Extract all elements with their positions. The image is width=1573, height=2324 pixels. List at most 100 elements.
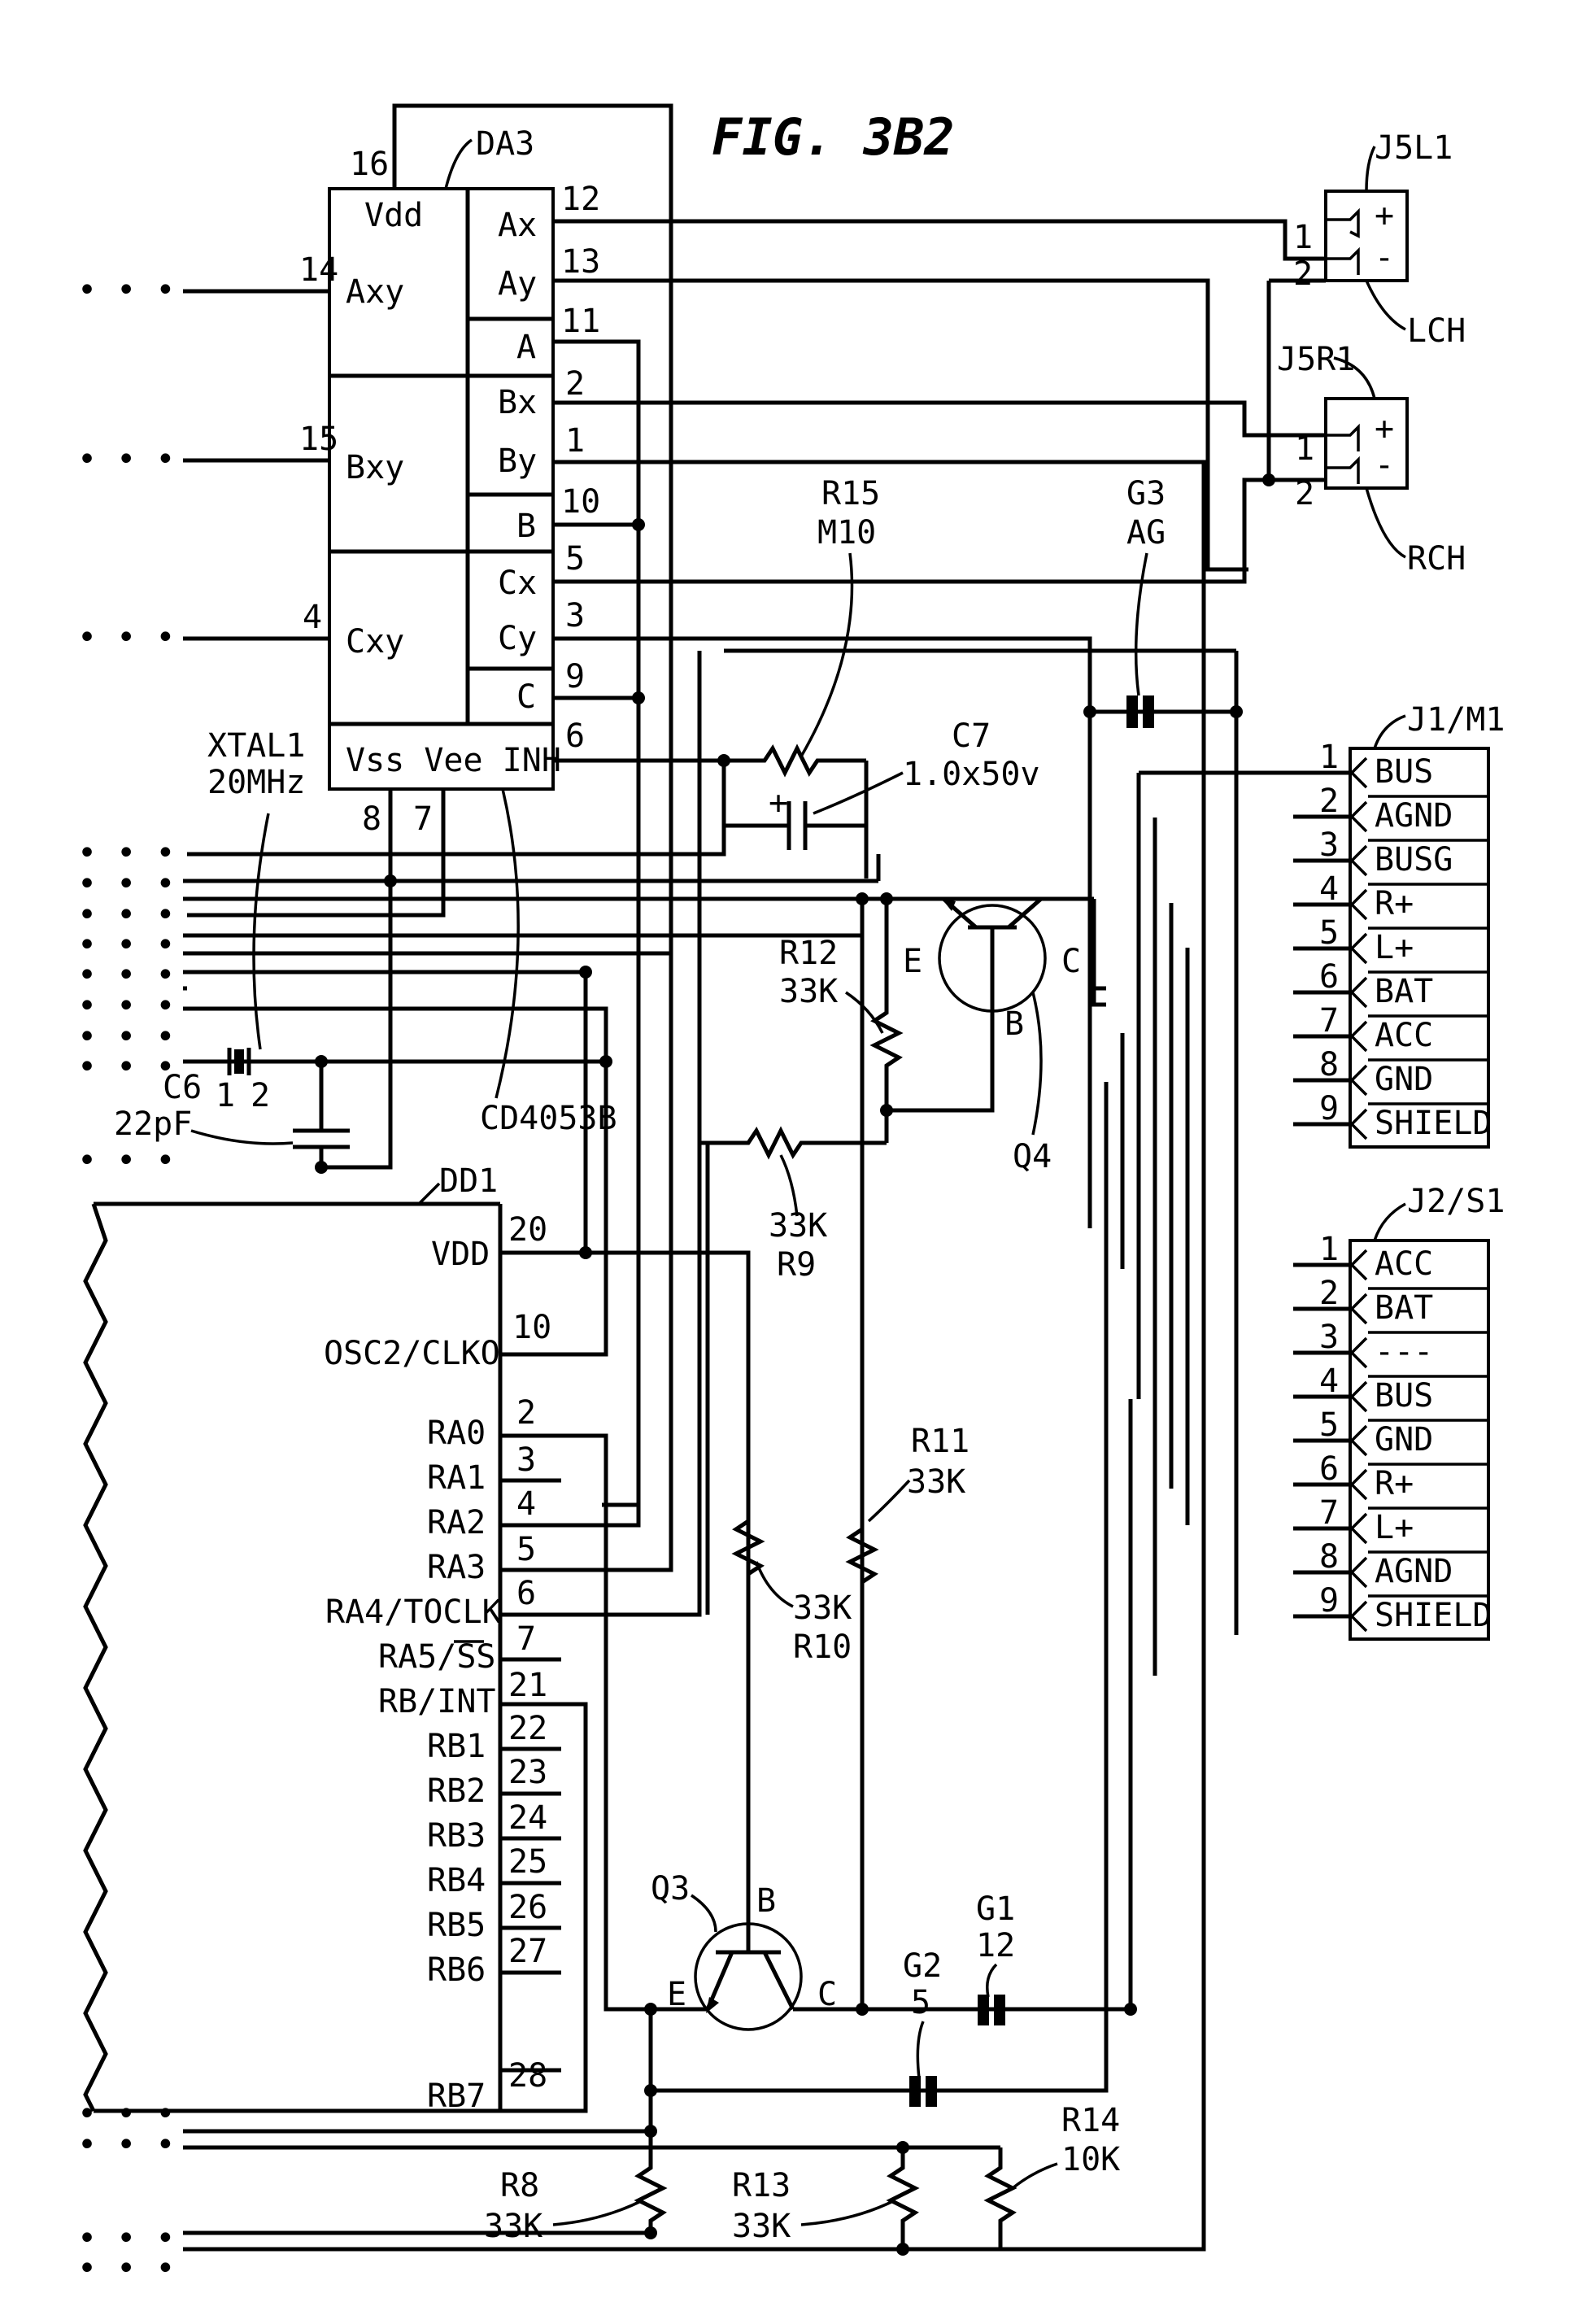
r14-ref: R14 [1061,2102,1120,2139]
dd1-break-edge [85,1204,106,2111]
r10-value: 33K [793,1589,852,1627]
pin: 7 [516,1620,536,1658]
junction [632,691,645,704]
r8-resistor: R8 33K [484,2125,663,2245]
j5l1-leader [1366,146,1375,191]
c7-value: 1.0x50v [903,756,1040,793]
j2-pin-number: 5 [1319,1406,1339,1444]
dd1-pin-labels: VDD OSC2/CLKO RA0 RA1 RA2 RA3 RA4/TOCLK … [324,1236,502,2115]
pin: 28 [508,2057,547,2095]
g1-ferrite: G1 12 [976,1399,1137,2025]
da3-cx-label: Cx [498,565,537,602]
j2-pin-number: 9 [1319,1582,1339,1620]
da3-bottom-label: Vss Vee INH [346,742,561,779]
g1-ref: G1 [976,1890,1015,1928]
j2-pin-number: 2 [1319,1275,1339,1312]
r15-body [724,748,866,773]
r13-body [891,2147,915,2249]
j1-pin-number: 7 [1319,1002,1339,1040]
g1-bead [994,1995,1005,2025]
junction [896,2243,909,2256]
j1-pin-label: GND [1375,1061,1433,1098]
r8-value: 33K [484,2208,542,2245]
da3-part: CD4053B [480,1100,617,1137]
r10-leader [756,1562,793,1607]
junction [579,1246,592,1259]
pin: 6 [516,1575,536,1612]
dd1-ra5: RA5/SS [378,1638,496,1676]
j1-pin-label: L+ [1375,929,1414,966]
pin: 10 [512,1309,551,1346]
da3-c-label: C [516,678,536,716]
pin-vee: 7 [413,800,433,838]
xtal-leader [254,813,268,1049]
vss-wire [317,789,390,1167]
pin-c: 9 [565,658,585,695]
q4-leader [1033,992,1041,1135]
pin-by: 1 [565,422,585,460]
q3-emitter-wire [651,2009,708,2131]
vdd-line [500,1253,748,1594]
r11-resistor: R11 33K [850,899,970,2009]
j1-pin-label: R+ [1375,885,1414,922]
j1-pin-label: BAT [1375,973,1433,1010]
q4-transistor: E C B Q4 [856,892,1094,1684]
dd1-rb5: RB5 [427,1907,486,1944]
r9-body [708,1131,887,1155]
dd1-ra3: RA3 [427,1549,486,1586]
g2-leader [917,2021,923,2078]
q4-b: B [1004,1005,1024,1043]
pin: 23 [508,1754,547,1791]
da3-bxy-label: Bxy [346,449,404,486]
r14-resistor: R14 10K [988,2102,1120,2249]
j1-pin-number: 2 [1319,783,1339,820]
pin: 27 [508,1933,547,1970]
dd1-rb7: RB7 [427,2078,486,2115]
j2-pin-label: SHIELD [1375,1597,1492,1634]
da3-vdd-pin: 16 [350,146,389,183]
j5r1-name: RCH [1407,540,1466,578]
r11-ref: R11 [911,1423,970,1460]
j5l1-pin2: 2 [1293,255,1313,293]
j5r1-plus: + [1375,410,1394,447]
pin: 5 [516,1531,536,1568]
bxy-ellipsis: • • • [77,441,175,478]
g2-value: 5 [911,1984,930,2021]
r11-leader [869,1480,909,1521]
pin: 25 [508,1843,547,1881]
j1-pin-number: 4 [1319,870,1339,908]
j5l1-name-leader [1366,281,1405,329]
j1-pin-number: 6 [1319,958,1339,996]
c6-value: 22pF [114,1105,192,1143]
axy-ellipsis: • • • [77,272,175,309]
pin-vss: 8 [362,800,381,838]
j5r1-pin1: 1 [1295,430,1314,468]
q4-ref: Q4 [1013,1138,1052,1175]
da3-ref-leader [446,140,472,189]
j1-pin-number: 5 [1319,914,1339,952]
junction [644,2226,657,2239]
j1-pin-label: AGND [1375,797,1453,835]
j2-pin-number: 4 [1319,1363,1339,1400]
g3-value: AG [1126,514,1166,552]
j2-pin-label: L+ [1375,1509,1414,1546]
junction [599,1055,612,1068]
r12-ref: R12 [779,935,838,972]
r8-leader [553,2200,643,2225]
j2-pin-label: --- [1375,1333,1433,1371]
ellipsis: • • • [77,1142,175,1179]
r9-resistor: 33K R9 [708,1110,887,1615]
pin-ay: 13 [561,243,600,281]
da3-cxy-label: Cxy [346,623,404,661]
j1-pin-number: 3 [1319,826,1339,864]
j2-pin-label: BUS [1375,1377,1433,1415]
junction [880,892,893,905]
dd1-ra0: RA0 [427,1415,486,1452]
r9-ref: R9 [777,1246,816,1284]
dd1-ref-leader [419,1184,439,1204]
j1-pin-number: 9 [1319,1090,1339,1127]
da3-cy-label: Cy [498,620,537,657]
q4-emitter-wire [862,899,943,1684]
j2-pin-label: BAT [1375,1289,1433,1327]
